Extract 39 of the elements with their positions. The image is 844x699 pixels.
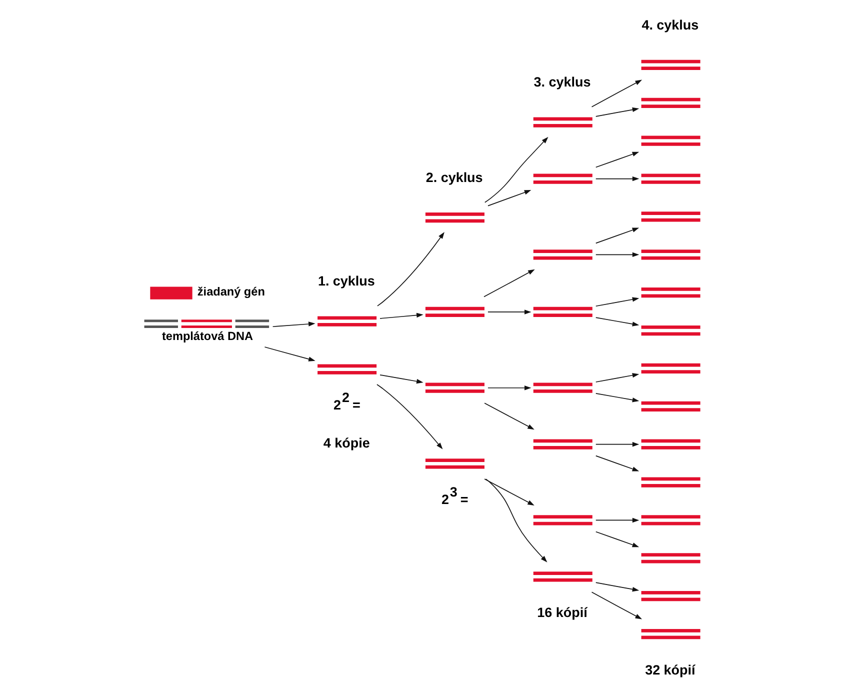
arrow bbox=[594, 228, 639, 244]
arrow bbox=[594, 297, 639, 307]
arrow bbox=[483, 269, 534, 298]
arrow bbox=[264, 346, 315, 362]
arrow bbox=[379, 312, 423, 319]
arrow bbox=[594, 582, 639, 592]
arrow bbox=[594, 442, 639, 447]
label: 4 kópie bbox=[322, 436, 370, 451]
label: 3. cyklus bbox=[533, 74, 590, 90]
arrow bbox=[594, 107, 639, 117]
arrow bbox=[272, 322, 315, 328]
arrow bbox=[594, 518, 639, 523]
arrow bbox=[379, 374, 423, 384]
arrow bbox=[594, 317, 639, 326]
arrow bbox=[487, 310, 531, 314]
arrow bbox=[594, 531, 639, 548]
arrow bbox=[594, 372, 639, 382]
arrow bbox=[590, 80, 642, 108]
arrow bbox=[594, 455, 639, 472]
arrow bbox=[487, 190, 531, 206]
label: 4. cyklus bbox=[641, 17, 698, 32]
arrow bbox=[484, 478, 534, 506]
arrow bbox=[594, 252, 639, 258]
arrow bbox=[594, 176, 639, 182]
arrow bbox=[590, 592, 642, 620]
label: 32 kópií bbox=[644, 662, 695, 678]
arrow bbox=[594, 393, 639, 402]
arrow bbox=[487, 386, 531, 390]
arrow bbox=[484, 478, 547, 562]
arrow bbox=[376, 384, 442, 450]
arrow bbox=[594, 152, 639, 168]
arrow bbox=[484, 136, 548, 203]
label: 16 kópií bbox=[536, 605, 587, 620]
arrow bbox=[484, 402, 534, 430]
node-label: templátová DNA bbox=[161, 328, 253, 343]
legend-label: žiadaný gén bbox=[196, 284, 264, 298]
label: 2. cyklus bbox=[425, 170, 482, 185]
arrow bbox=[376, 232, 444, 306]
label: 1. cyklus bbox=[317, 274, 374, 289]
